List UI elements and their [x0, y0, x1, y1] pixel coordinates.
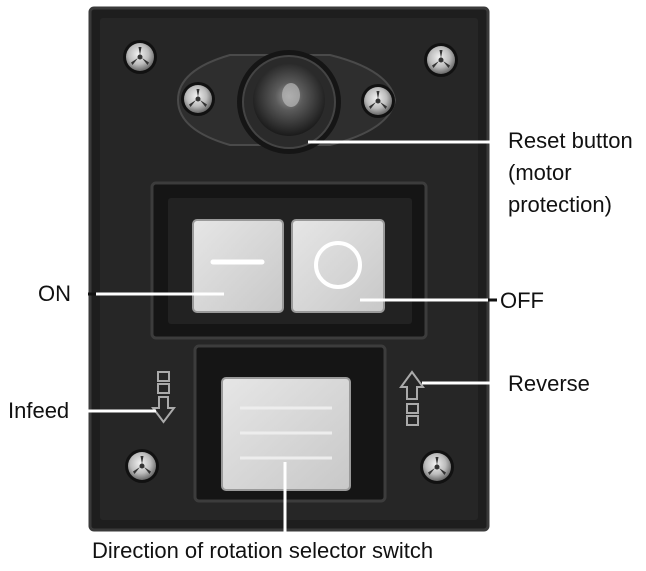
off-switch-face: [291, 219, 385, 313]
screw-icon: [125, 449, 159, 483]
infeed-label: Infeed: [8, 398, 70, 423]
arrow-up-icon: [399, 370, 425, 426]
arrow-down-icon: [151, 371, 176, 424]
reset-button-label-line1: Reset button: [508, 128, 633, 153]
screw-icon: [123, 40, 157, 74]
screw-icon: [420, 450, 454, 484]
on-switch-face: [192, 219, 284, 313]
reverse-label: Reverse: [508, 371, 590, 396]
reset-button-label-line2: (motor: [508, 160, 572, 185]
screw-icon: [361, 84, 395, 118]
on-label: ON: [38, 281, 71, 306]
screw-icon: [424, 43, 458, 77]
screw-icon: [181, 82, 215, 116]
off-symbol-icon: [314, 241, 362, 289]
off-label: OFF: [500, 288, 544, 313]
reset-button-label-line3: protection): [508, 192, 612, 217]
selector-switch-label: Direction of rotation selector switch: [92, 538, 434, 563]
